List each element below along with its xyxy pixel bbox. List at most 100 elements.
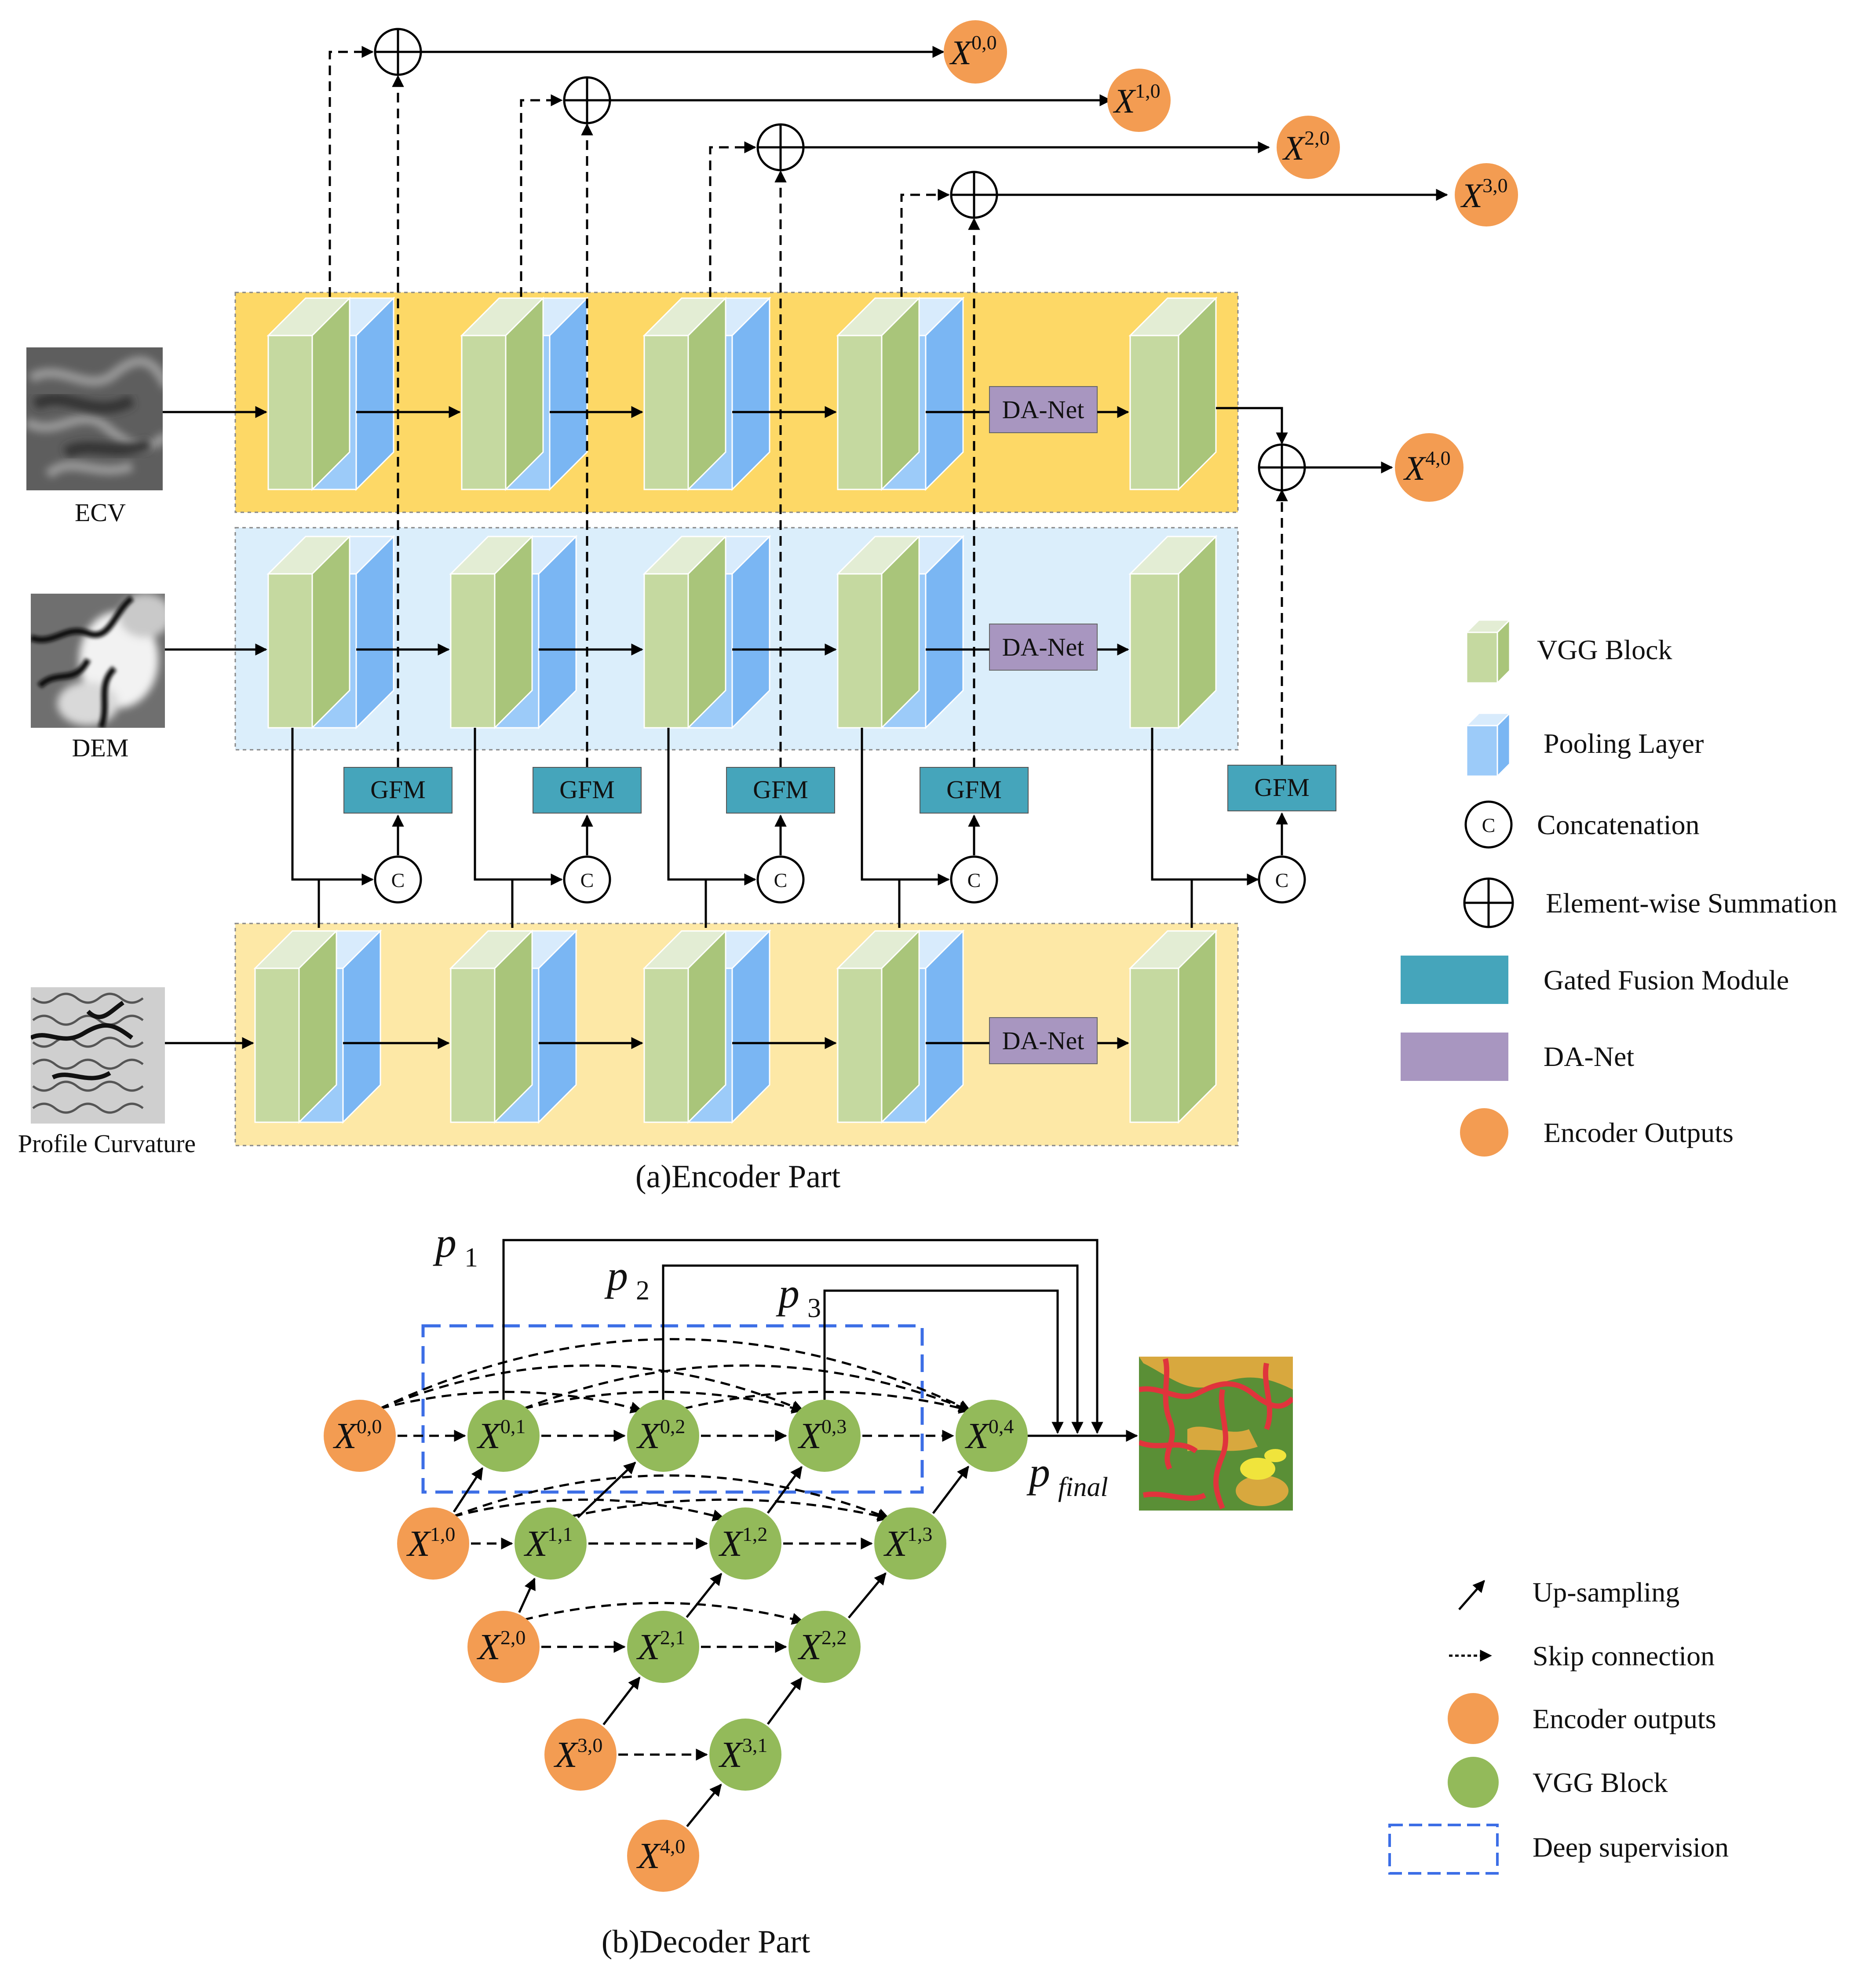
vgg-block-cube	[449, 929, 534, 1124]
pooling-layer-cube-icon	[1465, 712, 1511, 778]
dense-skip-arc	[379, 1364, 804, 1412]
dense-skip-arc	[453, 1474, 890, 1520]
ecv-skip-to-sum	[520, 94, 563, 297]
decoder-encoder-output-x40: X4,0	[627, 1820, 699, 1892]
node-label: X2,2	[798, 1626, 847, 1668]
concat-label: C	[1275, 869, 1289, 891]
decoder-vgg-node-x03: X0,3	[788, 1400, 861, 1472]
node-label: X3,0	[554, 1734, 603, 1775]
curv-stage-1	[253, 929, 382, 1124]
ecv-final-to-sum	[1216, 407, 1288, 445]
legend-label-4: Element-wise Summation	[1546, 887, 1837, 919]
gfm-label: GFM	[370, 775, 426, 804]
gfm-module-4: GFM	[920, 767, 1029, 814]
encoder-output-x20: X2,0	[1277, 116, 1340, 179]
deep-supervision-box	[421, 1324, 924, 1494]
encoder-output-dot-icon	[1460, 1108, 1508, 1157]
dem-to-concat	[861, 728, 950, 886]
node-label: X4,0	[636, 1835, 686, 1876]
danet-swatch-icon	[1401, 1033, 1508, 1081]
dem-to-concat	[291, 728, 374, 886]
decoder-vgg-node-x12: X1,2	[709, 1507, 781, 1580]
gfm-module-3: GFM	[726, 767, 835, 814]
node-label: X1,1	[524, 1523, 573, 1564]
vgg-block-cube	[266, 535, 351, 730]
node-label: X0,1	[477, 1415, 526, 1456]
profile-curvature-map-icon	[31, 987, 165, 1124]
concat-node-4: C	[950, 855, 998, 904]
danet-label: DA-Net	[1002, 395, 1084, 424]
concat-node-5: C	[1258, 855, 1306, 904]
vgg-block-cube	[836, 535, 921, 730]
gated-fusion-swatch-icon	[1401, 956, 1508, 1004]
up-sampling-arrow	[847, 1572, 887, 1619]
up-sampling-arrow	[453, 1467, 483, 1513]
vgg-block-cube	[836, 929, 921, 1124]
gfm-module-1: GFM	[343, 767, 453, 814]
gfm-label: GFM	[753, 775, 808, 804]
danet-label: DA-Net	[1002, 1026, 1084, 1055]
vgg-block-cube	[266, 296, 351, 491]
element-sum-5	[1258, 443, 1306, 492]
element-sum-2	[563, 76, 611, 124]
dense-skip-arc	[683, 1390, 971, 1414]
p2-supervision-line	[662, 1264, 1084, 1434]
gfm-label: GFM	[559, 775, 615, 804]
legend-label-2: Pooling Layer	[1544, 728, 1704, 759]
curv-stage-2	[449, 929, 578, 1124]
deep-supervision-box-icon	[1388, 1824, 1499, 1875]
vgg-block-cube	[449, 535, 534, 730]
dense-skip-arc	[523, 1390, 804, 1414]
decoder-encoder-output-x00: X0,0	[324, 1400, 396, 1472]
up-sampling-arrow	[602, 1676, 641, 1726]
legend-bottom-label-1: Up-sampling	[1533, 1577, 1679, 1608]
dem-to-concat	[667, 728, 756, 886]
up-sampling-arrow	[518, 1577, 536, 1613]
concat-node-2: C	[563, 855, 611, 904]
decoder-vgg-node-x02: X0,2	[627, 1400, 699, 1472]
node-label: X0,0	[333, 1415, 382, 1456]
decoder-vgg-node-x11: X1,1	[515, 1507, 587, 1580]
gfm-label: GFM	[1254, 773, 1310, 802]
decoder-vgg-node-x13: X1,3	[874, 1507, 946, 1580]
node-label: X2,1	[636, 1626, 686, 1668]
curv-stage-3	[642, 929, 771, 1124]
node-label: X0,2	[636, 1415, 686, 1456]
up-sampling-arrow	[932, 1466, 969, 1514]
ecv-skip-to-sum	[709, 141, 756, 297]
node-label: X2,0	[1282, 127, 1329, 167]
legend-bottom-label-3: Encoder outputs	[1533, 1703, 1716, 1734]
up-sampling-arrow	[577, 1461, 636, 1518]
concat-node-1: C	[374, 855, 422, 904]
concat-label: C	[967, 869, 981, 891]
ecv-map-icon	[26, 347, 163, 490]
legend-label-1: VGG Block	[1537, 634, 1672, 665]
ecv-skip-to-sum	[900, 189, 950, 297]
node-label: X3,1	[719, 1734, 768, 1775]
decoder-vgg-node-x21: X2,1	[627, 1611, 699, 1683]
concat-legend-symbol: C	[1482, 814, 1496, 836]
vgg-block-cube	[253, 929, 338, 1124]
decoder-vgg-node-x22: X2,2	[788, 1611, 861, 1683]
ecv-skip-to-sum	[328, 46, 374, 297]
dem-final-vgg-cube	[1128, 535, 1218, 730]
legend-bottom-label-2: Skip connection	[1533, 1640, 1715, 1671]
dense-skip-arc	[453, 1498, 725, 1522]
node-label: X3,0	[1460, 174, 1507, 215]
up-sampling-arrow	[686, 1573, 723, 1618]
element-sum-3	[756, 123, 805, 172]
ecv-stage-3	[642, 296, 771, 491]
vgg-block-cube	[460, 296, 545, 491]
vgg-block-cube	[642, 929, 727, 1124]
dem-danet-module: DA-Net	[989, 624, 1098, 671]
ecv-stage-2	[460, 296, 589, 491]
encoder-output-dot-icon	[1448, 1693, 1499, 1744]
gfm-label: GFM	[946, 775, 1002, 804]
node-label: X2,0	[477, 1626, 526, 1668]
decoder-encoder-output-x10: X1,0	[397, 1507, 469, 1580]
legend-label-3: Concatenation	[1537, 809, 1700, 840]
vgg-block-cube-icon	[1465, 618, 1511, 685]
